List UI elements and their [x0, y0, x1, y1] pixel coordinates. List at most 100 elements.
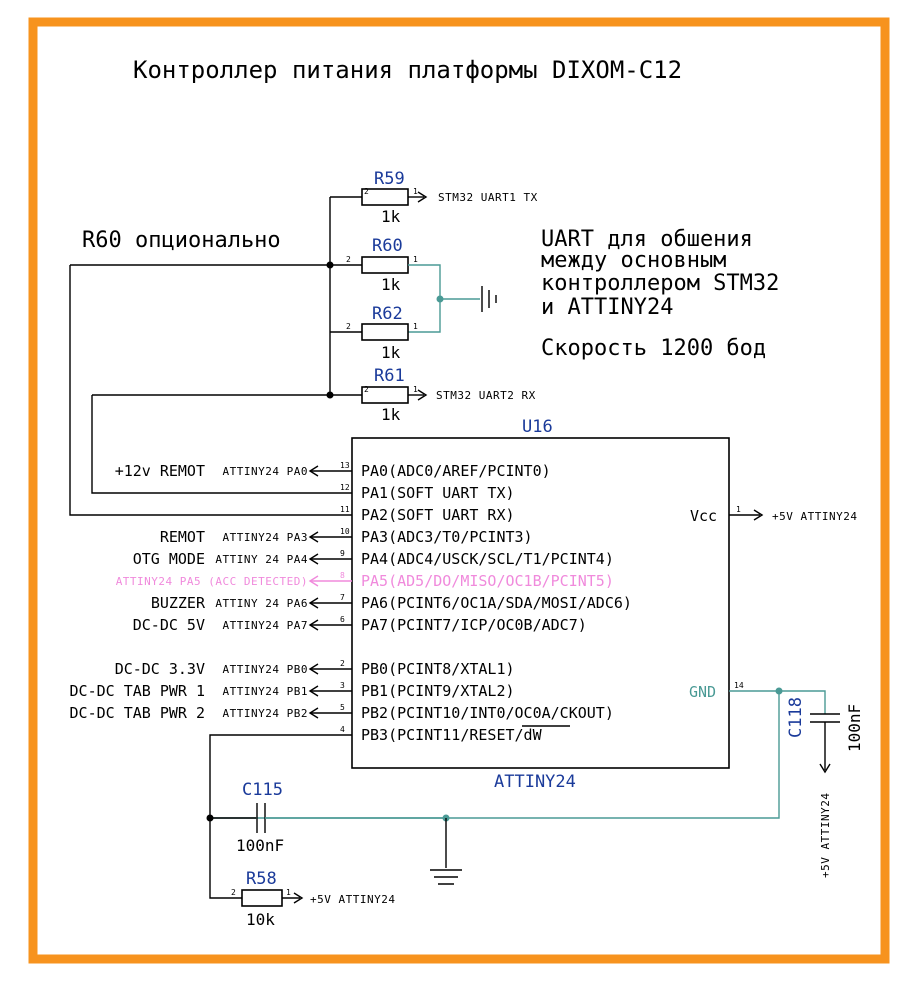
ground-symbol-bottom-icon	[430, 818, 462, 885]
pin-net-arrow	[308, 685, 319, 697]
pin-net-label: ATTINY 24 PA4	[215, 553, 308, 566]
vcc-net-label: +5V ATTINY24	[772, 510, 857, 523]
pin-net-arrow	[308, 597, 319, 609]
ic-name: ATTINY24	[494, 772, 576, 792]
pin-pa1[interactable]: 12 PA1(SOFT UART TX)	[340, 483, 515, 502]
pin-signal-label: REMOT	[160, 528, 205, 546]
pin-name: PA4(ADC4/USCK/SCL/T1/PCINT4)	[361, 550, 614, 568]
stm32-uart1-tx-label: STM32 UART1 TX	[438, 191, 538, 204]
pin-name: PB2(PCINT10/INT0/OC0A/CKOUT)	[361, 704, 614, 722]
pin-net-label: ATTINY24 PA3	[223, 531, 308, 544]
reset-wire	[209, 734, 352, 899]
pin-pb0[interactable]: 2 PB0(PCINT8/XTAL1) ATTINY24 PB0 DC-DC 3.3V	[115, 659, 515, 678]
pin-pb2[interactable]: 5 PB2(PCINT10/INT0/OC0A/CKOUT) ATTINY24 PB…	[70, 703, 614, 722]
pin-number: 5	[340, 703, 345, 712]
pin-signal-label: DC-DC TAB PWR 2	[70, 704, 205, 722]
pin-signal-label: DC-DC TAB PWR 1	[70, 682, 205, 700]
pin-name: PB0(PCINT8/XTAL1)	[361, 660, 515, 678]
pin-net-label: ATTINY24 PB0	[223, 663, 308, 676]
r60-resistor[interactable]	[361, 256, 409, 274]
pin-name: PA3(ADC3/T0/PCINT3)	[361, 528, 533, 546]
r59-ref: R59	[374, 169, 405, 189]
pin-name: PA0(ADC0/AREF/PCINT0)	[361, 462, 551, 480]
r59-resistor[interactable]	[361, 188, 409, 206]
r58-net-label: +5V ATTINY24	[310, 893, 395, 906]
r62-resistor[interactable]	[361, 323, 409, 341]
r61-resistor[interactable]	[361, 386, 409, 404]
uart-note-line1: UART для обшения	[541, 227, 753, 252]
ic-ref: U16	[522, 417, 553, 437]
pin-net-label: ATTINY24 PA5 (ACC DETECTED)	[116, 575, 308, 588]
uart-note-line3: контроллером STM32	[541, 271, 779, 296]
pin-name: PA5(AD5/DO/MISO/OC1B/PCINT5)	[361, 572, 614, 590]
r61-net-arrow	[417, 389, 428, 401]
c118-value: 100nF	[845, 704, 864, 752]
pin-number: 10	[340, 527, 350, 536]
r58-value: 10k	[246, 910, 275, 929]
r61-value: 1k	[381, 405, 401, 424]
pin-net-label: ATTINY24 PB2	[223, 707, 308, 720]
pin-net-arrow	[308, 619, 319, 631]
svg-text:2: 2	[364, 385, 369, 394]
pin-number: 9	[340, 549, 345, 558]
pin-number: 8	[340, 571, 345, 580]
pin-name: PA6(PCINT6/OC1A/SDA/MOSI/ADC6)	[361, 594, 632, 612]
r58-resistor[interactable]	[241, 889, 283, 907]
pin-signal-label: OTG MODE	[133, 550, 205, 568]
svg-text:2: 2	[346, 255, 351, 264]
c118-net-label: +5V ATTINY24	[819, 793, 832, 878]
uart-note-line4: и ATTINY24	[541, 295, 673, 320]
vcc-net-arrow	[753, 509, 764, 521]
pin-number: 7	[340, 593, 345, 602]
c118-ref: C118	[786, 697, 806, 738]
c115-ref: C115	[242, 780, 283, 800]
pin-pa4[interactable]: 9 PA4(ADC4/USCK/SCL/T1/PCINT4) ATTINY 24 P…	[133, 549, 614, 568]
pin-number: 2	[340, 659, 345, 668]
ground-junction	[436, 295, 444, 303]
pin-net-arrow	[308, 663, 319, 675]
pin-net-arrow	[308, 707, 319, 719]
pin-number: 12	[340, 483, 350, 492]
vcc-pin-name: Vcc	[690, 507, 717, 525]
pin-net-arrow	[308, 553, 319, 565]
ground-symbol-icon	[481, 286, 497, 312]
sheet-title: Контроллер питания платформы DIXOM-C12	[133, 56, 682, 84]
r59-net-arrow	[417, 191, 428, 203]
pin-name: PB1(PCINT9/XTAL2)	[361, 682, 515, 700]
pin-number: 13	[340, 461, 350, 470]
pin-net-arrow	[308, 575, 319, 587]
pin-pa3[interactable]: 10 PA3(ADC3/T0/PCINT3) ATTINY24 PA3 REMOT	[160, 527, 533, 546]
r61-ref: R61	[374, 366, 405, 386]
pin-net-label: ATTINY24 PB1	[223, 685, 308, 698]
c118-capacitor[interactable]	[810, 713, 840, 723]
pin-net-label: ATTINY24 PA7	[223, 619, 308, 632]
uart-speed-note: Скорость 1200 бод	[541, 336, 766, 361]
pin-name: PA1(SOFT UART TX)	[361, 484, 515, 502]
pin-signal-label: DC-DC 3.3V	[115, 660, 205, 678]
gnd-pin-name: GND	[689, 683, 716, 701]
svg-text:1: 1	[413, 322, 418, 331]
pin-net-arrow	[308, 465, 319, 477]
svg-text:2: 2	[364, 187, 369, 196]
pin-signal-label: BUZZER	[151, 594, 206, 612]
svg-text:14: 14	[734, 681, 744, 690]
svg-text:1: 1	[736, 505, 741, 514]
svg-text:1: 1	[413, 187, 418, 196]
svg-text:1: 1	[413, 385, 418, 394]
pin-name: PA7(PCINT7/ICP/OC0B/ADC7)	[361, 616, 587, 634]
uart-note-line2: между основным	[541, 248, 726, 273]
r59-value: 1k	[381, 207, 401, 226]
r60-value: 1k	[381, 275, 401, 294]
r58-ref: R58	[246, 869, 277, 889]
svg-text:2: 2	[231, 888, 236, 897]
pin-signal-label: +12v REMOT	[115, 462, 205, 480]
pin-pa5[interactable]: 8 PA5(AD5/DO/MISO/OC1B/PCINT5) ATTINY24 PA…	[116, 571, 614, 590]
